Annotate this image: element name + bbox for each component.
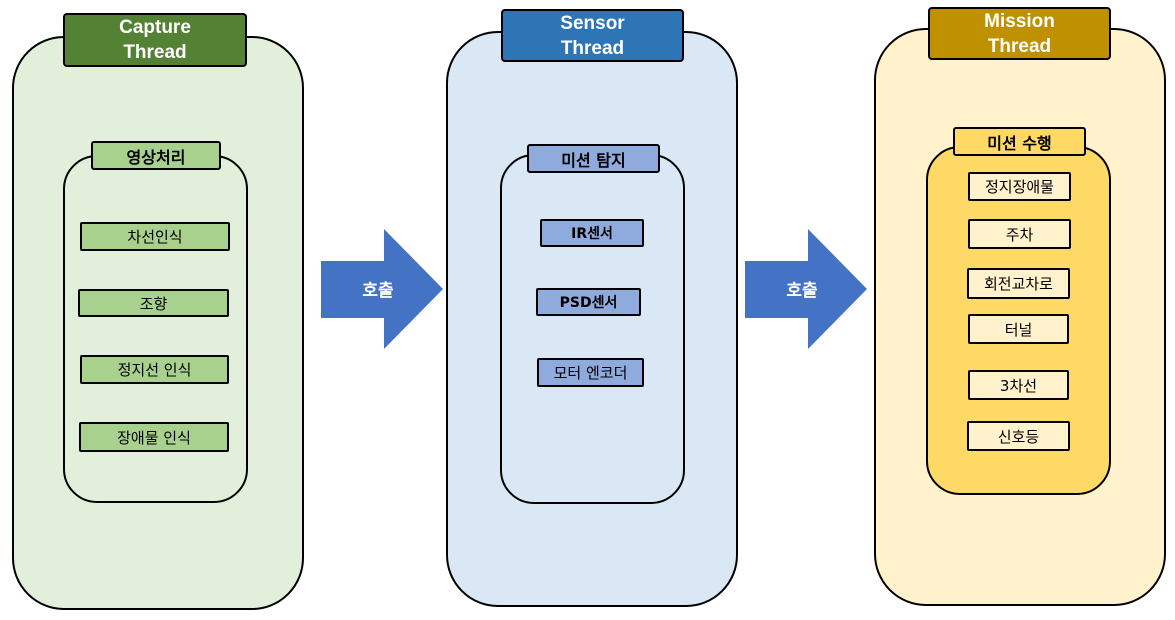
motor-encoder-item: 모터 엔코더 (537, 358, 644, 387)
call-arrow-2-label: 호출 (786, 280, 818, 301)
traffic-light-item: 신호등 (967, 421, 1070, 451)
mission-detection-label: 미션 탐지 (527, 144, 660, 173)
mission-execution-label: 미션 수행 (953, 127, 1086, 156)
mission-detection-box (500, 154, 685, 504)
call-arrow-1-label: 호출 (362, 280, 394, 301)
tunnel-item: 터널 (968, 314, 1069, 344)
lane-detection-item: 차선인식 (80, 222, 230, 251)
stop-obstacle-item: 정지장애물 (968, 172, 1071, 201)
call-arrow-2 (745, 229, 867, 349)
ir-sensor-item: IR센서 (540, 219, 644, 247)
steering-item: 조향 (78, 289, 229, 317)
roundabout-item: 회전교차로 (967, 268, 1070, 299)
parking-item: 주차 (968, 219, 1071, 249)
call-arrow-1 (321, 229, 443, 349)
stop-line-detection-item: 정지선 인식 (80, 355, 229, 384)
three-lane-item: 3차선 (968, 370, 1069, 400)
psd-sensor-item: PSD센서 (536, 288, 641, 316)
obstacle-detection-item: 장애물 인식 (79, 422, 229, 452)
image-processing-label: 영상처리 (91, 141, 221, 170)
